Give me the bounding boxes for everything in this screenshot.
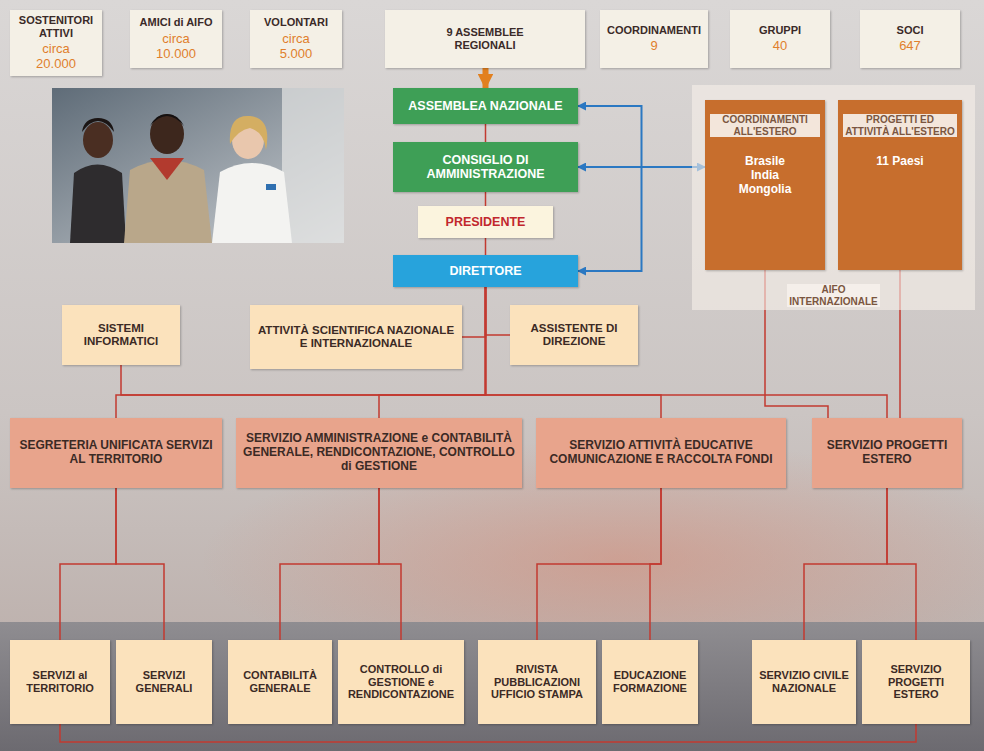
box-title: ASSISTENTE DI DIREZIONE <box>515 322 633 348</box>
box-title: DIRETTORE <box>450 264 522 278</box>
box-title: SERVIZIO CIVILE NAZIONALE <box>757 669 851 694</box>
org-box: CONTABILITÀ GENERALE <box>228 640 332 724</box>
person-mid-hair <box>150 114 184 126</box>
org-box: ASSISTENTE DI DIREZIONE <box>510 305 638 365</box>
box-title: SERVIZIO PROGETTI ESTERO <box>817 439 957 467</box>
org-box: COORDINAMENTI 9 <box>600 10 708 68</box>
connector <box>804 488 887 640</box>
box-title: CONSIGLIO DI AMMINISTRAZIONE <box>398 153 573 182</box>
connector <box>60 724 916 742</box>
box-title: SERVIZIO AMMINISTRAZIONE e CONTABILITÀ G… <box>241 432 517 473</box>
org-box: EDUCAZIONE FORMAZIONE <box>602 640 698 724</box>
box-title: COORDINAMENTI <box>607 24 701 37</box>
connector <box>578 106 705 167</box>
bottom-band <box>0 622 984 751</box>
person-left-hair <box>82 118 114 132</box>
org-box: SISTEMI INFORMATICI <box>62 305 180 365</box>
person-right-coat <box>212 163 292 243</box>
org-box: SERVIZIO CIVILE NAZIONALE <box>752 640 856 724</box>
box-title: ATTIVITÀ SCIENTIFICA NAZIONALE E INTERNA… <box>255 324 457 350</box>
connector <box>379 488 401 640</box>
org-box: SERVIZIO ATTIVITÀ EDUCATIVE COMUNICAZION… <box>536 418 786 488</box>
connector <box>116 488 164 640</box>
org-box: ATTIVITÀ SCIENTIFICA NAZIONALE E INTERNA… <box>250 305 462 369</box>
box-detail: circa 5.000 <box>280 32 313 62</box>
box-title: CONTABILITÀ GENERALE <box>233 669 327 694</box>
box-title: SERVIZI GENERALI <box>121 669 207 694</box>
connector <box>486 287 511 335</box>
connector <box>462 287 486 337</box>
box-title: AMICI di AIFO <box>140 16 213 29</box>
box-title: CONTROLLO di GESTIONE e RENDICONTAZIONE <box>343 663 459 701</box>
org-box: SERVIZIO PROGETTI ESTERO <box>862 640 970 724</box>
connector <box>578 167 705 271</box>
connector <box>485 124 487 142</box>
box-detail: 647 <box>899 39 921 54</box>
box-title: 9 ASSEMBLEE REGIONALI <box>430 26 540 51</box>
org-box: GRUPPI 40 <box>730 10 830 68</box>
box-detail: Brasile India Mongolia <box>739 155 792 196</box>
connector <box>485 238 487 255</box>
box-title: SISTEMI INFORMATICI <box>67 322 175 348</box>
box-title: PROGETTI ED ATTIVITÀ ALL'ESTERO <box>843 114 957 137</box>
connector <box>60 488 116 640</box>
org-box: ASSEMBLEA NAZIONALE <box>393 88 578 124</box>
box-detail: 9 <box>650 39 657 54</box>
org-box: DIRETTORE <box>393 255 578 287</box>
box-title: EDUCAZIONE FORMAZIONE <box>607 669 693 694</box>
person-mid-head <box>150 114 184 154</box>
badge <box>266 184 276 190</box>
box-title: SEGRETERIA UNIFICATA SERVIZI AL TERRITOR… <box>15 439 217 467</box>
org-box: PRESIDENTE <box>418 206 553 238</box>
box-title: RIVISTA PUBBLICAZIONI UFFICIO STAMPA <box>483 663 591 701</box>
box-title: ASSEMBLEA NAZIONALE <box>408 99 562 113</box>
box-detail: 40 <box>773 39 787 54</box>
box-title: GRUPPI <box>759 24 801 37</box>
box-detail: 11 Paesi <box>876 155 923 169</box>
photo-wall <box>282 88 344 243</box>
box-title: VOLONTARI <box>264 16 328 29</box>
box-title: SERVIZIO PROGETTI ESTERO <box>867 663 965 701</box>
person-left-head <box>83 122 113 158</box>
connector <box>887 488 916 640</box>
connector <box>650 488 661 640</box>
group-panel: AIFO INTERNAZIONALE COORDINAMENTI ALL'EST… <box>692 85 975 310</box>
org-box: CONSIGLIO DI AMMINISTRAZIONE <box>393 142 578 192</box>
org-box: SOSTENITORI ATTIVI circa 20.000 <box>10 10 102 76</box>
connector <box>537 488 661 640</box>
org-box: VOLONTARI circa 5.000 <box>250 10 342 68</box>
org-box: SERVIZIO PROGETTI ESTERO <box>812 418 962 488</box>
org-box: COORDINAMENTI ALL'ESTERO Brasile India Mo… <box>705 100 825 270</box>
org-box: AMICI di AIFO circa 10.000 <box>130 10 222 68</box>
connector <box>483 68 489 88</box>
box-detail: circa 10.000 <box>156 32 196 62</box>
person-left-body <box>70 165 126 244</box>
box-title: PRESIDENTE <box>446 215 526 229</box>
box-title: SERVIZIO ATTIVITÀ EDUCATIVE COMUNICAZION… <box>541 439 781 467</box>
person-mid-collar <box>150 158 184 180</box>
box-title: SOCI <box>897 24 924 37</box>
connector <box>485 192 487 206</box>
org-box: SOCI 647 <box>860 10 960 68</box>
connector <box>280 488 379 640</box>
org-box: PROGETTI ED ATTIVITÀ ALL'ESTERO 11 Paesi <box>838 100 962 270</box>
org-box: RIVISTA PUBBLICAZIONI UFFICIO STAMPA <box>478 640 596 724</box>
photo-ground <box>52 88 344 243</box>
box-title: SOSTENITORI ATTIVI <box>15 14 97 39</box>
org-box: SERVIZI al TERRITORIO <box>10 640 110 724</box>
org-box: SERVIZIO AMMINISTRAZIONE e CONTABILITÀ G… <box>236 418 522 488</box>
org-box: CONTROLLO di GESTIONE e RENDICONTAZIONE <box>338 640 464 724</box>
box-title: SERVIZI al TERRITORIO <box>15 669 105 694</box>
person-right-hair <box>230 116 267 150</box>
org-box: 9 ASSEMBLEE REGIONALI <box>385 10 585 68</box>
box-title: AIFO INTERNAZIONALE <box>787 284 879 307</box>
org-box: SEGRETERIA UNIFICATA SERVIZI AL TERRITOR… <box>10 418 222 488</box>
photo <box>52 88 344 243</box>
org-box: SERVIZI GENERALI <box>116 640 212 724</box>
box-title: COORDINAMENTI ALL'ESTERO <box>710 114 820 137</box>
connector <box>486 287 662 418</box>
box-detail: circa 20.000 <box>36 42 76 72</box>
